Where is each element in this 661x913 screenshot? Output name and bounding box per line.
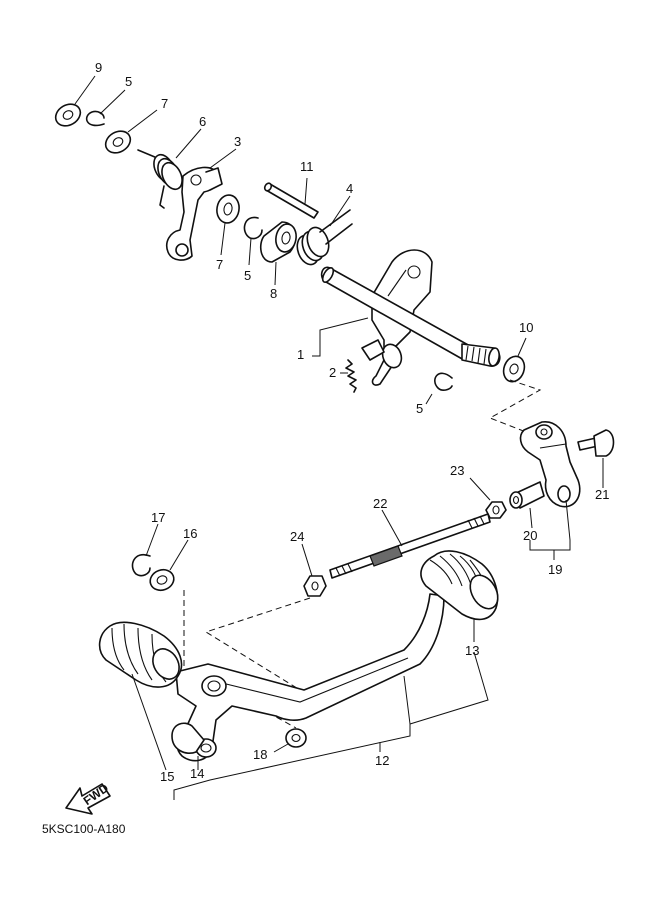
part-21-bolt	[577, 429, 615, 488]
callout-23: 23	[450, 463, 464, 478]
part-13-rear-pedal-rubber	[420, 550, 499, 642]
callout-3: 3	[234, 134, 241, 149]
callout-14: 14	[190, 766, 204, 781]
part-19-shift-arm	[519, 421, 581, 508]
callout-labels: 9 5 7 6 3 11 4 7 5 8 10 1 2 5 23 21 22 2…	[95, 60, 609, 784]
part-4-return-spring	[296, 195, 353, 266]
part-18-washer	[273, 728, 307, 753]
part-24-nut	[301, 543, 327, 597]
part-17-circlip	[131, 523, 159, 577]
part-6-torsion-spring	[137, 128, 202, 209]
part-7-washer-mid	[216, 194, 240, 256]
bracket-19	[529, 540, 571, 551]
callout-24: 24	[290, 529, 304, 544]
part-1-shift-shaft	[312, 249, 501, 386]
part-11-pin	[263, 177, 319, 219]
part-20-joint-end	[509, 481, 545, 529]
callout-15: 15	[160, 769, 174, 784]
callout-5: 5	[244, 268, 251, 283]
callout-2: 2	[329, 365, 336, 380]
bracket-13	[409, 651, 489, 725]
callout-10: 10	[519, 320, 533, 335]
fwd-arrow-icon: FWD	[65, 781, 111, 815]
part-9-washer	[54, 75, 96, 127]
bracket-12	[173, 724, 411, 800]
callout-12: 12	[375, 753, 389, 768]
callout-21: 21	[595, 487, 609, 502]
callout-17: 17	[151, 510, 165, 525]
callout-18: 18	[253, 747, 267, 762]
diagram-code: 5KSC100-A180	[42, 822, 126, 836]
callout-20: 20	[523, 528, 537, 543]
assembly-line-rod-to-pedal	[204, 597, 311, 691]
part-5-circlip-mid	[243, 216, 263, 266]
part-16-washer	[149, 539, 189, 592]
part-23-nut	[469, 477, 507, 519]
callout-9: 9	[95, 60, 102, 75]
part-2-spring	[340, 359, 357, 393]
callout-13: 13	[465, 643, 479, 658]
callout-7: 7	[216, 257, 223, 272]
callout-19: 19	[548, 562, 562, 577]
callout-5: 5	[416, 401, 423, 416]
callout-6: 6	[199, 114, 206, 129]
callout-7: 7	[161, 96, 168, 111]
part-8-collar	[259, 221, 297, 286]
callout-5: 5	[125, 74, 132, 89]
part-12-shift-pedal	[171, 593, 445, 762]
part-3-stopper-lever	[165, 148, 237, 261]
callout-11: 11	[300, 159, 314, 174]
part-5-circlip-top	[85, 89, 126, 127]
part-22-shift-rod	[329, 509, 491, 579]
part-10-washer	[502, 337, 527, 383]
callout-16: 16	[183, 526, 197, 541]
callout-8: 8	[270, 286, 277, 301]
callout-22: 22	[373, 496, 387, 511]
part-7-washer-top	[104, 109, 158, 154]
callout-4: 4	[346, 181, 353, 196]
assembly-line-shaft-to-lever	[488, 379, 542, 433]
part-5-circlip-lower	[425, 372, 453, 405]
callout-1: 1	[297, 347, 304, 362]
part-15-front-pedal-rubber	[98, 621, 183, 771]
